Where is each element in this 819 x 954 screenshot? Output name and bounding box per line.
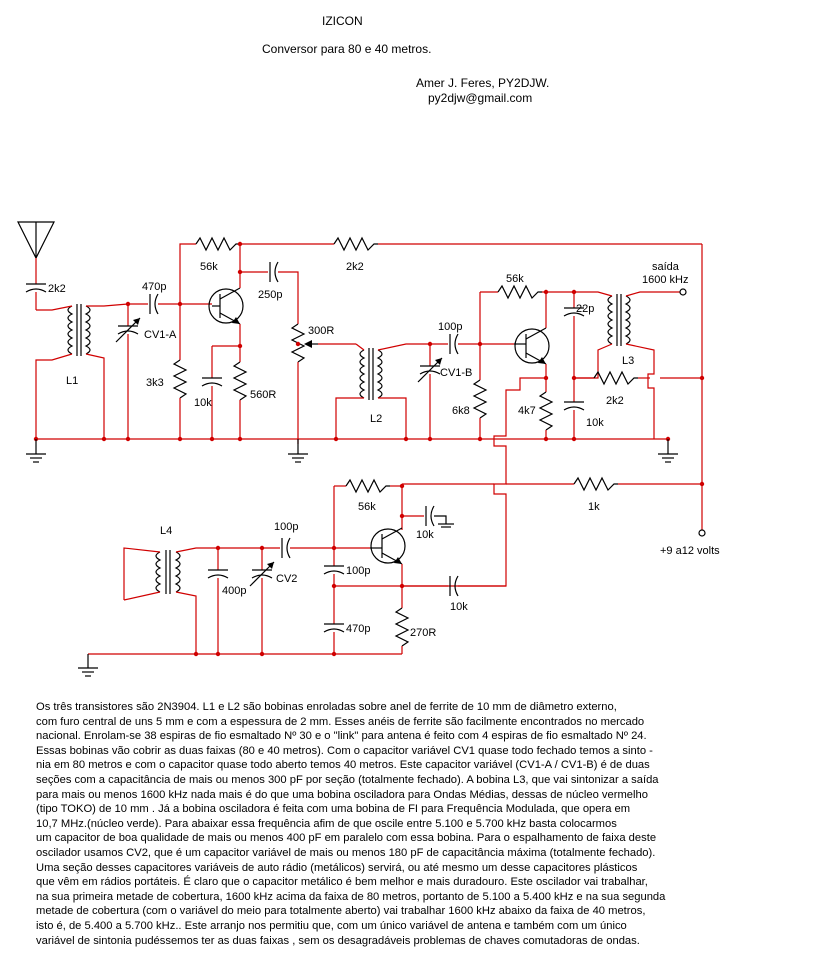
resistor-270r [394,607,410,647]
variable-capacitor-cv1b [417,357,443,383]
antenna-symbol [17,221,55,260]
page-subtitle: Conversor para 80 e 40 metros. [262,42,432,56]
schematic-diagram: 2k2 L1 CV1-A 470p 56k 2k2 [17,221,720,677]
transformer-l1 [67,304,91,356]
label-r56k-top: 56k [200,261,218,273]
resistor-56k-top [195,236,240,252]
label-freq: 1600 kHz [642,274,688,286]
label-r2k2-b: 2k2 [606,395,624,407]
description-line: Os três transistores são 2N3904. L1 e L2… [36,701,617,713]
label-r6k8: 6k8 [452,405,470,417]
resistor-2k2-top [333,236,378,252]
capacitor-100p-b [281,537,291,559]
transformer-l2 [359,348,383,400]
label-saida: saída [652,261,680,273]
label-c470p-b: 470p [346,623,370,635]
ground-symbol-c [658,439,678,463]
description-line: isto é, de 5.400 a 5.700 kHz.. Este arra… [36,919,627,932]
description-line: Uma seção desses capacitores variáveis d… [36,861,638,874]
label-c100p-a: 100p [438,321,462,333]
ground-symbol-d [78,654,98,677]
transistor-q1 [208,287,244,325]
resistor-3k3 [172,359,188,399]
label-r56k-c: 56k [358,501,376,513]
resistor-4k7 [538,391,554,431]
label-r300: 300R [308,325,334,337]
transformer-l3 [607,294,631,346]
description-line: 10,7 MHz.(núcleo verde). Para abaixar es… [36,817,617,830]
description-line: que vêm em rádios portáteis. É claro que… [36,876,648,889]
label-r56k-b: 56k [506,273,524,285]
resistor-6k8 [472,379,488,419]
page-title: IZICON [322,14,363,28]
label-cv1b: CV1-B [440,367,472,379]
label-c250p: 250p [258,289,282,301]
label-l3: L3 [622,355,634,367]
description-line: metade de cobertura (com o variável do m… [36,905,646,918]
description-line: um capacitor de boa qualidade de mais ou… [36,832,657,845]
variable-capacitor-cv1a [115,317,141,343]
capacitor-400p [207,569,229,579]
resistor-560r [232,361,248,401]
description-line: seções com a capacitância de mais ou men… [36,773,659,786]
label-c100p-c: 100p [346,565,370,577]
label-r560: 560R [250,389,276,401]
capacitor-100p-c [323,565,345,575]
label-r3k3: 3k3 [146,377,164,389]
description-line: variável de sintonia pudéssemos ter as d… [36,934,640,947]
label-c400p: 400p [222,585,246,597]
description-text: Os três transistores são 2N3904. L1 e L2… [36,700,776,948]
variable-capacitor-cv2 [249,561,275,587]
label-l4: L4 [160,525,172,537]
supply-terminal [698,529,706,537]
label-l2: L2 [370,413,382,425]
ground-symbol-a [26,439,46,463]
description-line: Essas bobinas vão cobrir as duas faixas … [36,744,653,757]
label-c10k-b: 10k [586,417,604,429]
capacitor-250p [269,261,279,283]
label-c10k-d: 10k [450,601,468,613]
label-c10k-a: 10k [194,397,212,409]
resistor-56k-c [345,478,390,494]
label-r270: 270R [410,627,436,639]
capacitor-470p-b [323,623,345,633]
capacitor-10k-a [201,377,223,387]
label-c470p: 470p [142,281,166,293]
capacitor-10k-b [563,401,585,411]
output-terminal [679,288,687,296]
description-line: para mais ou menos 1600 kHz nada mais é … [36,788,648,801]
resistor-2k2-b [593,370,638,386]
label-c22p: 22p [576,303,594,315]
description-line: com furo central de uns 5 mm e com a esp… [36,715,645,728]
description-line: oscilador usamos CV2, que é um capacitor… [36,846,656,859]
transistor-q3 [370,527,406,565]
label-l1: L1 [66,375,78,387]
description-line: na sua primeira metade de cobertura, 160… [36,890,666,903]
label-cv2: CV2 [276,573,297,585]
capacitor-10k-c [425,505,435,527]
label-r2k2-top: 2k2 [346,261,364,273]
label-c10k-c: 10k [416,529,434,541]
label-r4k7: 4k7 [518,405,536,417]
author-name: Amer J. Feres, PY2DJW. [416,76,550,90]
resistor-1k [573,476,618,492]
capacitor-100p-a [449,333,459,355]
label-cv1a: CV1-A [144,329,177,341]
description-line: nacional. Enrolam-se 38 espiras de fio e… [36,730,647,743]
capacitor-22p [563,307,585,317]
description-line: (tipo TOKO) de 10 mm . Já a bobina oscil… [36,803,631,816]
capacitor-2k2 [25,283,47,293]
label-supply: +9 a12 volts [660,545,720,557]
transformer-l4 [155,550,181,594]
author-email: py2djw@gmail.com [428,91,533,105]
capacitor-10k-d [449,575,459,597]
label-c100p-b: 100p [274,521,298,533]
capacitor-470p [149,293,159,315]
resistor-56k-b [497,284,542,300]
ground-symbol-b [288,439,308,463]
label-c2k2: 2k2 [48,283,66,295]
transistor-q2 [514,327,550,365]
label-r1k: 1k [588,501,600,513]
description-line: nia em 80 metros e com o capacitor quase… [36,759,650,772]
